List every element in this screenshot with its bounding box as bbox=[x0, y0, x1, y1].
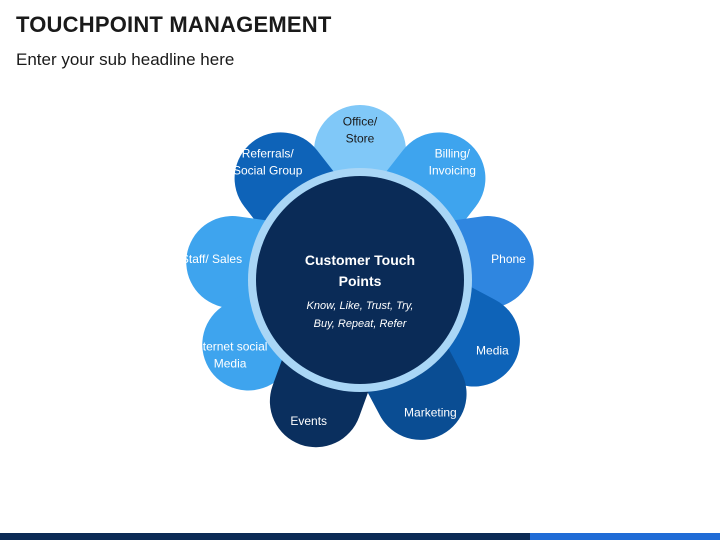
center-title-line1: Customer Touch bbox=[305, 252, 415, 268]
page-subtitle: Enter your sub headline here bbox=[16, 50, 235, 69]
center-hub: Customer Touch Points Know, Like, Trust,… bbox=[248, 168, 472, 392]
petal-label-line: Staff/ Sales bbox=[181, 252, 242, 266]
petal-label-line: Events bbox=[290, 414, 327, 428]
petal-label-line: Marketing bbox=[404, 405, 457, 419]
petal-label-line: Media bbox=[476, 343, 509, 357]
petal-label-line: Store bbox=[346, 132, 375, 146]
petal-label-line: Media bbox=[214, 357, 247, 371]
petal-label-line: Social Group bbox=[233, 163, 303, 177]
center-sub-line2: Buy, Repeat, Refer bbox=[314, 318, 408, 330]
center-title-line2: Points bbox=[339, 273, 382, 289]
petal-label-line: Internet social bbox=[193, 340, 268, 354]
petal-label-line: Invoicing bbox=[429, 163, 476, 177]
page-title: TOUCHPOINT MANAGEMENT bbox=[16, 12, 332, 37]
center-circle bbox=[256, 176, 464, 384]
bottom-bar bbox=[0, 533, 720, 540]
bottom-bar-accent bbox=[530, 533, 720, 540]
petal-label-line: Billing/ bbox=[435, 146, 471, 160]
center-sub-line1: Know, Like, Trust, Try, bbox=[307, 300, 414, 312]
petal-label-line: Office/ bbox=[343, 115, 378, 129]
petal-label-line: Phone bbox=[491, 252, 526, 266]
petal-label-line: Referrals/ bbox=[242, 146, 295, 160]
